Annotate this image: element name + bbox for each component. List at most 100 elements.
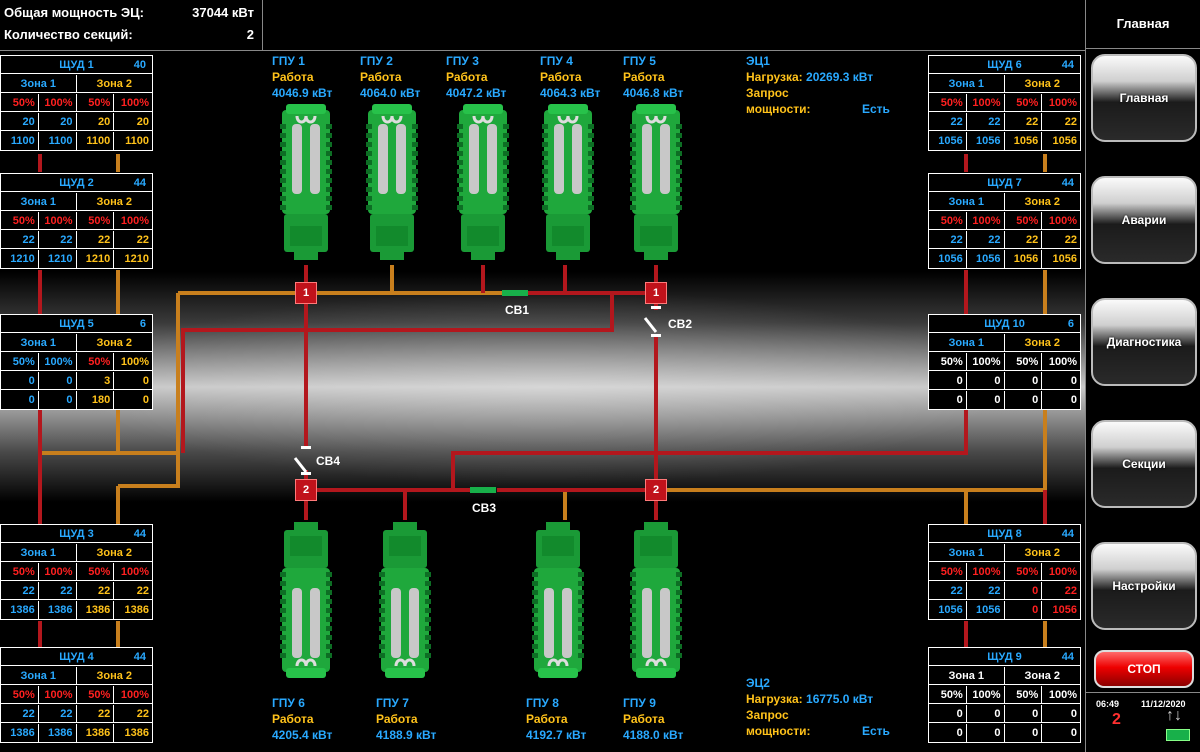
gpu-5-label: ГПУ 5 Работа 4046.8 кВт bbox=[623, 53, 683, 101]
generator-6-icon[interactable] bbox=[278, 520, 334, 680]
shud-cell: 50% bbox=[76, 94, 115, 112]
shud-cell: 100% bbox=[1042, 353, 1080, 371]
total-power-value: 37044 кВт bbox=[192, 5, 254, 20]
shud-cell: 0 bbox=[1, 372, 39, 390]
shud-cell: 22 bbox=[966, 231, 1005, 249]
ec1-load-value: 20269.3 кВт bbox=[806, 70, 874, 84]
generator-5-icon[interactable] bbox=[628, 102, 684, 262]
nav-button-diagnostics[interactable]: Диагностика bbox=[1091, 298, 1197, 386]
zone-1-label: Зона 1 bbox=[1, 193, 77, 211]
shud-cell: 1056 bbox=[1052, 253, 1077, 265]
nav-button-main[interactable]: Главная bbox=[1091, 54, 1197, 142]
generator-9-icon[interactable] bbox=[628, 520, 684, 680]
shud-count: 44 bbox=[1061, 59, 1074, 71]
cb3-label: CB3 bbox=[472, 501, 497, 515]
clock-date: 11/12/2020 bbox=[1141, 699, 1186, 709]
gpu-6-power: 4205.4 кВт bbox=[272, 728, 333, 742]
shud-cell: 1210 bbox=[1, 250, 39, 268]
shud-cell: 0 bbox=[929, 372, 967, 390]
shud-cell: 1100 bbox=[39, 132, 77, 150]
shud-cell: 22 bbox=[929, 582, 967, 600]
shud-cell: 20 bbox=[38, 113, 77, 131]
bus-node-1a[interactable]: 1 bbox=[295, 282, 317, 304]
bus-orange-gen bbox=[390, 265, 567, 520]
generator-7-icon[interactable] bbox=[377, 520, 433, 680]
generator-3-icon[interactable] bbox=[455, 102, 511, 262]
shud-title-text: ЩУД 9 bbox=[987, 651, 1022, 663]
generator-2-icon[interactable] bbox=[364, 102, 420, 262]
shud-cell: 100% bbox=[38, 94, 77, 112]
nav-button-sections[interactable]: Секции bbox=[1091, 420, 1197, 508]
gpu-3-name: ГПУ 3 bbox=[446, 54, 479, 68]
shud-cell: 100% bbox=[114, 94, 152, 112]
shud-cell: 1386 bbox=[1, 724, 39, 742]
gpu-7-name: ГПУ 7 bbox=[376, 696, 409, 710]
generator-8-icon[interactable] bbox=[530, 520, 586, 680]
shud-cell: 1056 bbox=[1005, 132, 1043, 150]
gpu-3-power: 4047.2 кВт bbox=[446, 86, 507, 100]
shud-title-text: ЩУД 5 bbox=[59, 318, 94, 330]
breaker-cb2-contact-b bbox=[651, 334, 661, 337]
gpu-3-status: Работа bbox=[446, 70, 488, 84]
zone-1-label: Зона 1 bbox=[929, 75, 1005, 93]
zone-2-label: Зона 2 bbox=[76, 193, 152, 211]
generator-4-icon[interactable] bbox=[540, 102, 596, 262]
shud-cell: 0 bbox=[1005, 601, 1043, 619]
shud-cell: 22 bbox=[1, 582, 39, 600]
gpu-5-power: 4046.8 кВт bbox=[623, 86, 684, 100]
shud-cell: 22 bbox=[929, 113, 967, 131]
shud-cell: 1056 bbox=[1052, 604, 1077, 616]
nav-button-alarms[interactable]: Аварии bbox=[1091, 176, 1197, 264]
ec2-name: ЭЦ2 bbox=[746, 676, 770, 690]
shud-cell: 100% bbox=[38, 353, 77, 371]
ec1-panel: ЭЦ1 Нагрузка: 20269.3 кВт Запрос мощност… bbox=[746, 53, 896, 117]
nav-button-settings[interactable]: Настройки bbox=[1091, 542, 1197, 630]
shud-cell: 100% bbox=[38, 212, 77, 230]
bus-red-gen bbox=[304, 265, 658, 520]
shud-cell: 0 bbox=[114, 372, 152, 390]
shud-cell: 50% bbox=[1, 686, 39, 704]
shud-cell: 1386 bbox=[39, 724, 77, 742]
zone-2-label: Зона 2 bbox=[76, 334, 152, 352]
zone-1-label: Зона 1 bbox=[1, 75, 77, 93]
cb4-label: CB4 bbox=[316, 454, 341, 468]
shud-cell: 50% bbox=[1, 94, 39, 112]
shud-cell: 22 bbox=[966, 582, 1005, 600]
shud-cell: 22 bbox=[1004, 231, 1043, 249]
zone-2-label: Зона 2 bbox=[1004, 193, 1080, 211]
shud-cell: 50% bbox=[1, 353, 39, 371]
shud-cell: 1386 bbox=[77, 724, 115, 742]
shud-cell: 100% bbox=[966, 94, 1005, 112]
shud-cell: 0 bbox=[1005, 391, 1043, 409]
header-summary: Общая мощность ЭЦ: 37044 кВт Количество … bbox=[0, 0, 263, 51]
shud-count: 44 bbox=[1061, 651, 1074, 663]
bus-node-2a[interactable]: 2 bbox=[295, 479, 317, 501]
cb1-label: CB1 bbox=[505, 303, 530, 317]
shud-cell: 100% bbox=[966, 686, 1005, 704]
shud-count: 44 bbox=[1061, 528, 1074, 540]
shud-cell: 22 bbox=[1004, 113, 1043, 131]
gpu-4-power: 4064.3 кВт bbox=[540, 86, 601, 100]
shud-cell: 1056 bbox=[967, 601, 1005, 619]
shud-cell: 100% bbox=[1042, 212, 1080, 230]
ec2-load-value: 16775.0 кВт bbox=[806, 692, 874, 706]
bus-node-2b[interactable]: 2 bbox=[645, 479, 667, 501]
stop-button[interactable]: СТОП bbox=[1094, 650, 1194, 688]
shud-title-text: ЩУД 3 bbox=[59, 528, 94, 540]
bus-node-1b[interactable]: 1 bbox=[645, 282, 667, 304]
generator-1-icon[interactable] bbox=[278, 102, 334, 262]
shud-cell: 50% bbox=[1004, 353, 1043, 371]
shud-cell: 50% bbox=[1, 212, 39, 230]
gpu-2-power: 4064.0 кВт bbox=[360, 86, 421, 100]
